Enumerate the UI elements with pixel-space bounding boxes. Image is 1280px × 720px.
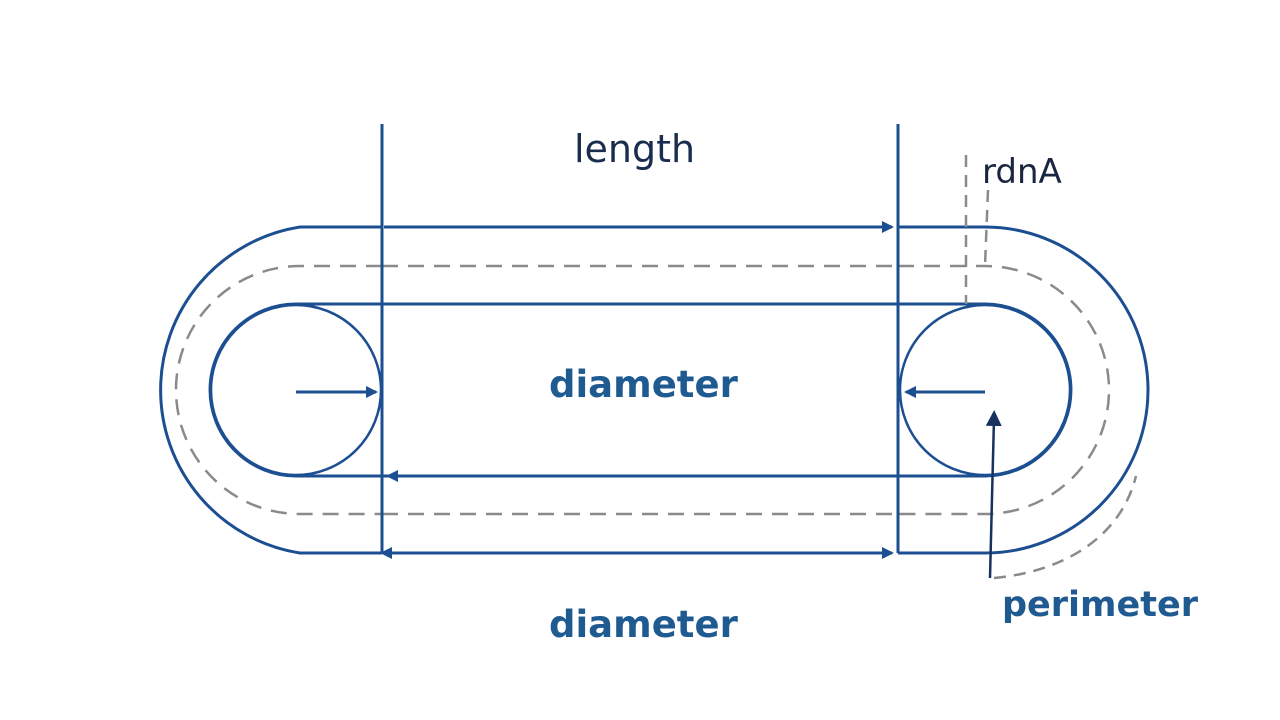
- radius-label: rdnA: [982, 152, 1062, 192]
- inner-diameter-label: diameter: [549, 363, 738, 406]
- length-label: length: [574, 127, 696, 171]
- outer-stadium-outline: [159, 225, 382, 555]
- perimeter-dashed-curve: [993, 475, 1138, 580]
- bottom-diameter-label: diameter: [549, 603, 738, 646]
- right-inner-circle: [898, 303, 1072, 477]
- perimeter-pointer-arrow: [985, 410, 1002, 579]
- radius-dashed-leader: [964, 155, 990, 304]
- perimeter-label: perimeter: [1002, 585, 1198, 625]
- left-inner-circle: [209, 303, 383, 477]
- outer-stadium-right: [898, 225, 1150, 555]
- dashed-track-right: [898, 264, 1111, 516]
- dashed-track-left: [174, 264, 382, 516]
